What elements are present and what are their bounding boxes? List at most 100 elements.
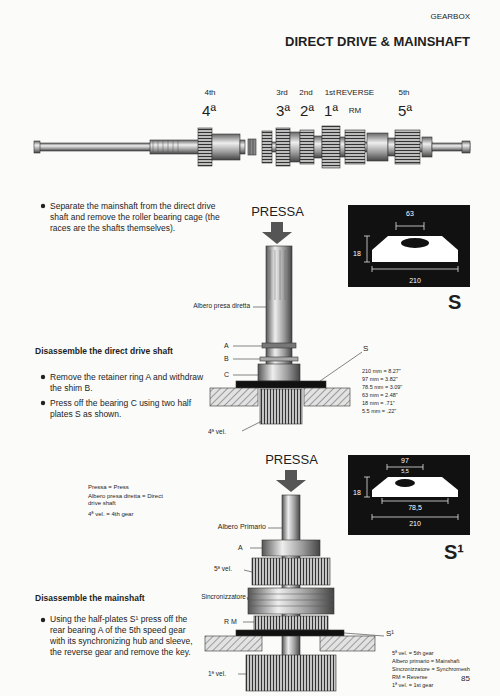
shaft-assembly xyxy=(163,140,164,154)
leader-line xyxy=(233,307,362,431)
gear-number-holder: 2ª xyxy=(293,101,321,121)
callout-letter: A xyxy=(238,543,248,552)
instruction-text: Remove the retainer ring A and withdraw … xyxy=(50,372,215,394)
section-heading-holder: Disassemble the mainshaft xyxy=(35,593,210,604)
bullet-dot xyxy=(41,204,45,208)
part-name-holder: 5ª vel. xyxy=(214,565,244,572)
instruction-text-holder: Separate the mainshaft from the direct d… xyxy=(50,201,222,234)
bullet-dot xyxy=(41,204,45,622)
page-title: DIRECT DRIVE & MAINSHAFT xyxy=(190,34,470,51)
gear-number-holder: 5ª xyxy=(391,101,419,121)
leader-line xyxy=(268,528,282,529)
gear-number: RM xyxy=(342,106,368,116)
callout-letter-holder: S xyxy=(363,344,375,354)
direct-drive-shaft xyxy=(275,250,276,300)
part-name: Albero presa diretta xyxy=(150,302,250,309)
shaft-assembly xyxy=(367,133,388,161)
part-name-holder: Albero Primario xyxy=(200,522,266,531)
conversion-row: 78.5 mm = 3.09" xyxy=(362,384,452,390)
gear-label: 3rd xyxy=(270,88,294,98)
plate-label-holder: S¹ xyxy=(444,539,472,565)
translation-note-holder: Pressa = Press xyxy=(88,484,208,491)
gear-number: 5ª xyxy=(391,101,419,121)
dimension-line xyxy=(372,514,373,520)
callout-letter: B xyxy=(224,354,234,363)
dimension-line xyxy=(364,222,458,520)
direct-drive-shaft xyxy=(210,246,350,424)
leader-line xyxy=(250,548,262,549)
retainer-ring xyxy=(262,343,296,348)
gear-label: 5th xyxy=(392,88,416,98)
page-number-holder: 85 xyxy=(440,674,470,684)
shaft-assembly xyxy=(340,137,345,157)
press-support xyxy=(205,636,262,651)
leader-line xyxy=(233,346,262,347)
half-plates xyxy=(236,630,344,636)
dimension-line xyxy=(387,464,388,470)
shaft-assembly xyxy=(248,139,256,155)
press-arrow xyxy=(271,222,283,232)
instruction-text-holder: Remove the retainer ring A and withdraw … xyxy=(50,372,215,394)
gear-label-holder: REVERSE xyxy=(335,88,375,98)
leader-line xyxy=(244,570,252,572)
instruction-text: Separate the mainshaft from the direct d… xyxy=(50,201,222,234)
leader-line xyxy=(233,359,260,360)
part-name: 4ª vel. xyxy=(208,428,244,435)
gear xyxy=(252,558,330,585)
dimension-holder: 210 xyxy=(400,519,430,528)
callout-letter-holder: A xyxy=(224,341,234,350)
instruction-text-holder: Press off the bearing C using two half p… xyxy=(50,398,215,420)
half-plate xyxy=(395,479,415,487)
part-name-holder: 1ª vel. xyxy=(208,670,238,677)
callout-letter: S¹ xyxy=(386,629,402,639)
press-label: PRESSA xyxy=(254,452,329,469)
shaft-assembly xyxy=(240,140,245,154)
dimension-line xyxy=(364,477,370,478)
dimension-holder: 18 xyxy=(350,249,364,258)
callout-letter-holder: C xyxy=(224,370,234,379)
conversion-row-holder: 5.5 mm = .22" xyxy=(362,408,452,414)
leader-line xyxy=(233,375,258,376)
gear-label-holder: 5th xyxy=(392,88,416,98)
dimension-holder: 63 xyxy=(396,209,424,218)
conversion-row: 5.5 mm = .22" xyxy=(362,408,452,414)
shaft-assembly xyxy=(276,128,290,166)
press-support xyxy=(320,636,375,651)
synchronizer xyxy=(248,588,334,614)
dimension: 97 xyxy=(390,456,420,465)
translation-note-holder: 4ª vel. = 4th gear xyxy=(88,511,208,518)
gear xyxy=(260,389,302,424)
dimension-holder: 5,5 xyxy=(393,468,417,474)
dimension: 18 xyxy=(350,249,364,258)
press-label: PRESSA xyxy=(240,204,315,221)
dimension-line xyxy=(458,266,459,272)
gear-number-holder: 3ª xyxy=(269,101,297,121)
half-plate xyxy=(372,477,458,497)
dimension: 5,5 xyxy=(393,468,417,474)
shaft-assembly xyxy=(253,139,254,155)
gear-number: 2ª xyxy=(293,101,321,121)
gear-label: 4th xyxy=(198,88,222,98)
leader-line xyxy=(247,597,248,600)
bullet-dot xyxy=(41,618,45,622)
plate-panel: 975,51878,5210S¹ xyxy=(348,455,470,535)
direct-drive-shaft xyxy=(289,250,290,300)
gear-number: 3ª xyxy=(269,101,297,121)
dimension-line xyxy=(448,498,449,504)
dimension-line xyxy=(372,517,458,518)
leader-line xyxy=(320,352,362,381)
section-header-holder: GEARBOX xyxy=(400,12,470,22)
dimension: 210 xyxy=(400,519,430,528)
instruction-text: Press off the bearing C using two half p… xyxy=(50,398,215,420)
translation-note: 5ª vel. = 5th gear xyxy=(392,650,480,656)
leader-line xyxy=(344,633,384,636)
dimension-holder: 210 xyxy=(400,276,430,285)
shaft-assembly xyxy=(422,137,432,157)
shaft-assembly xyxy=(462,141,470,153)
conversion-row: 97 mm = 3.82" xyxy=(362,376,452,382)
conversion-row: 18 mm = .71" xyxy=(362,400,452,406)
press-arrow xyxy=(285,470,297,480)
dimension-line xyxy=(396,226,424,227)
leader-line xyxy=(243,622,254,623)
section-header: GEARBOX xyxy=(400,12,470,22)
